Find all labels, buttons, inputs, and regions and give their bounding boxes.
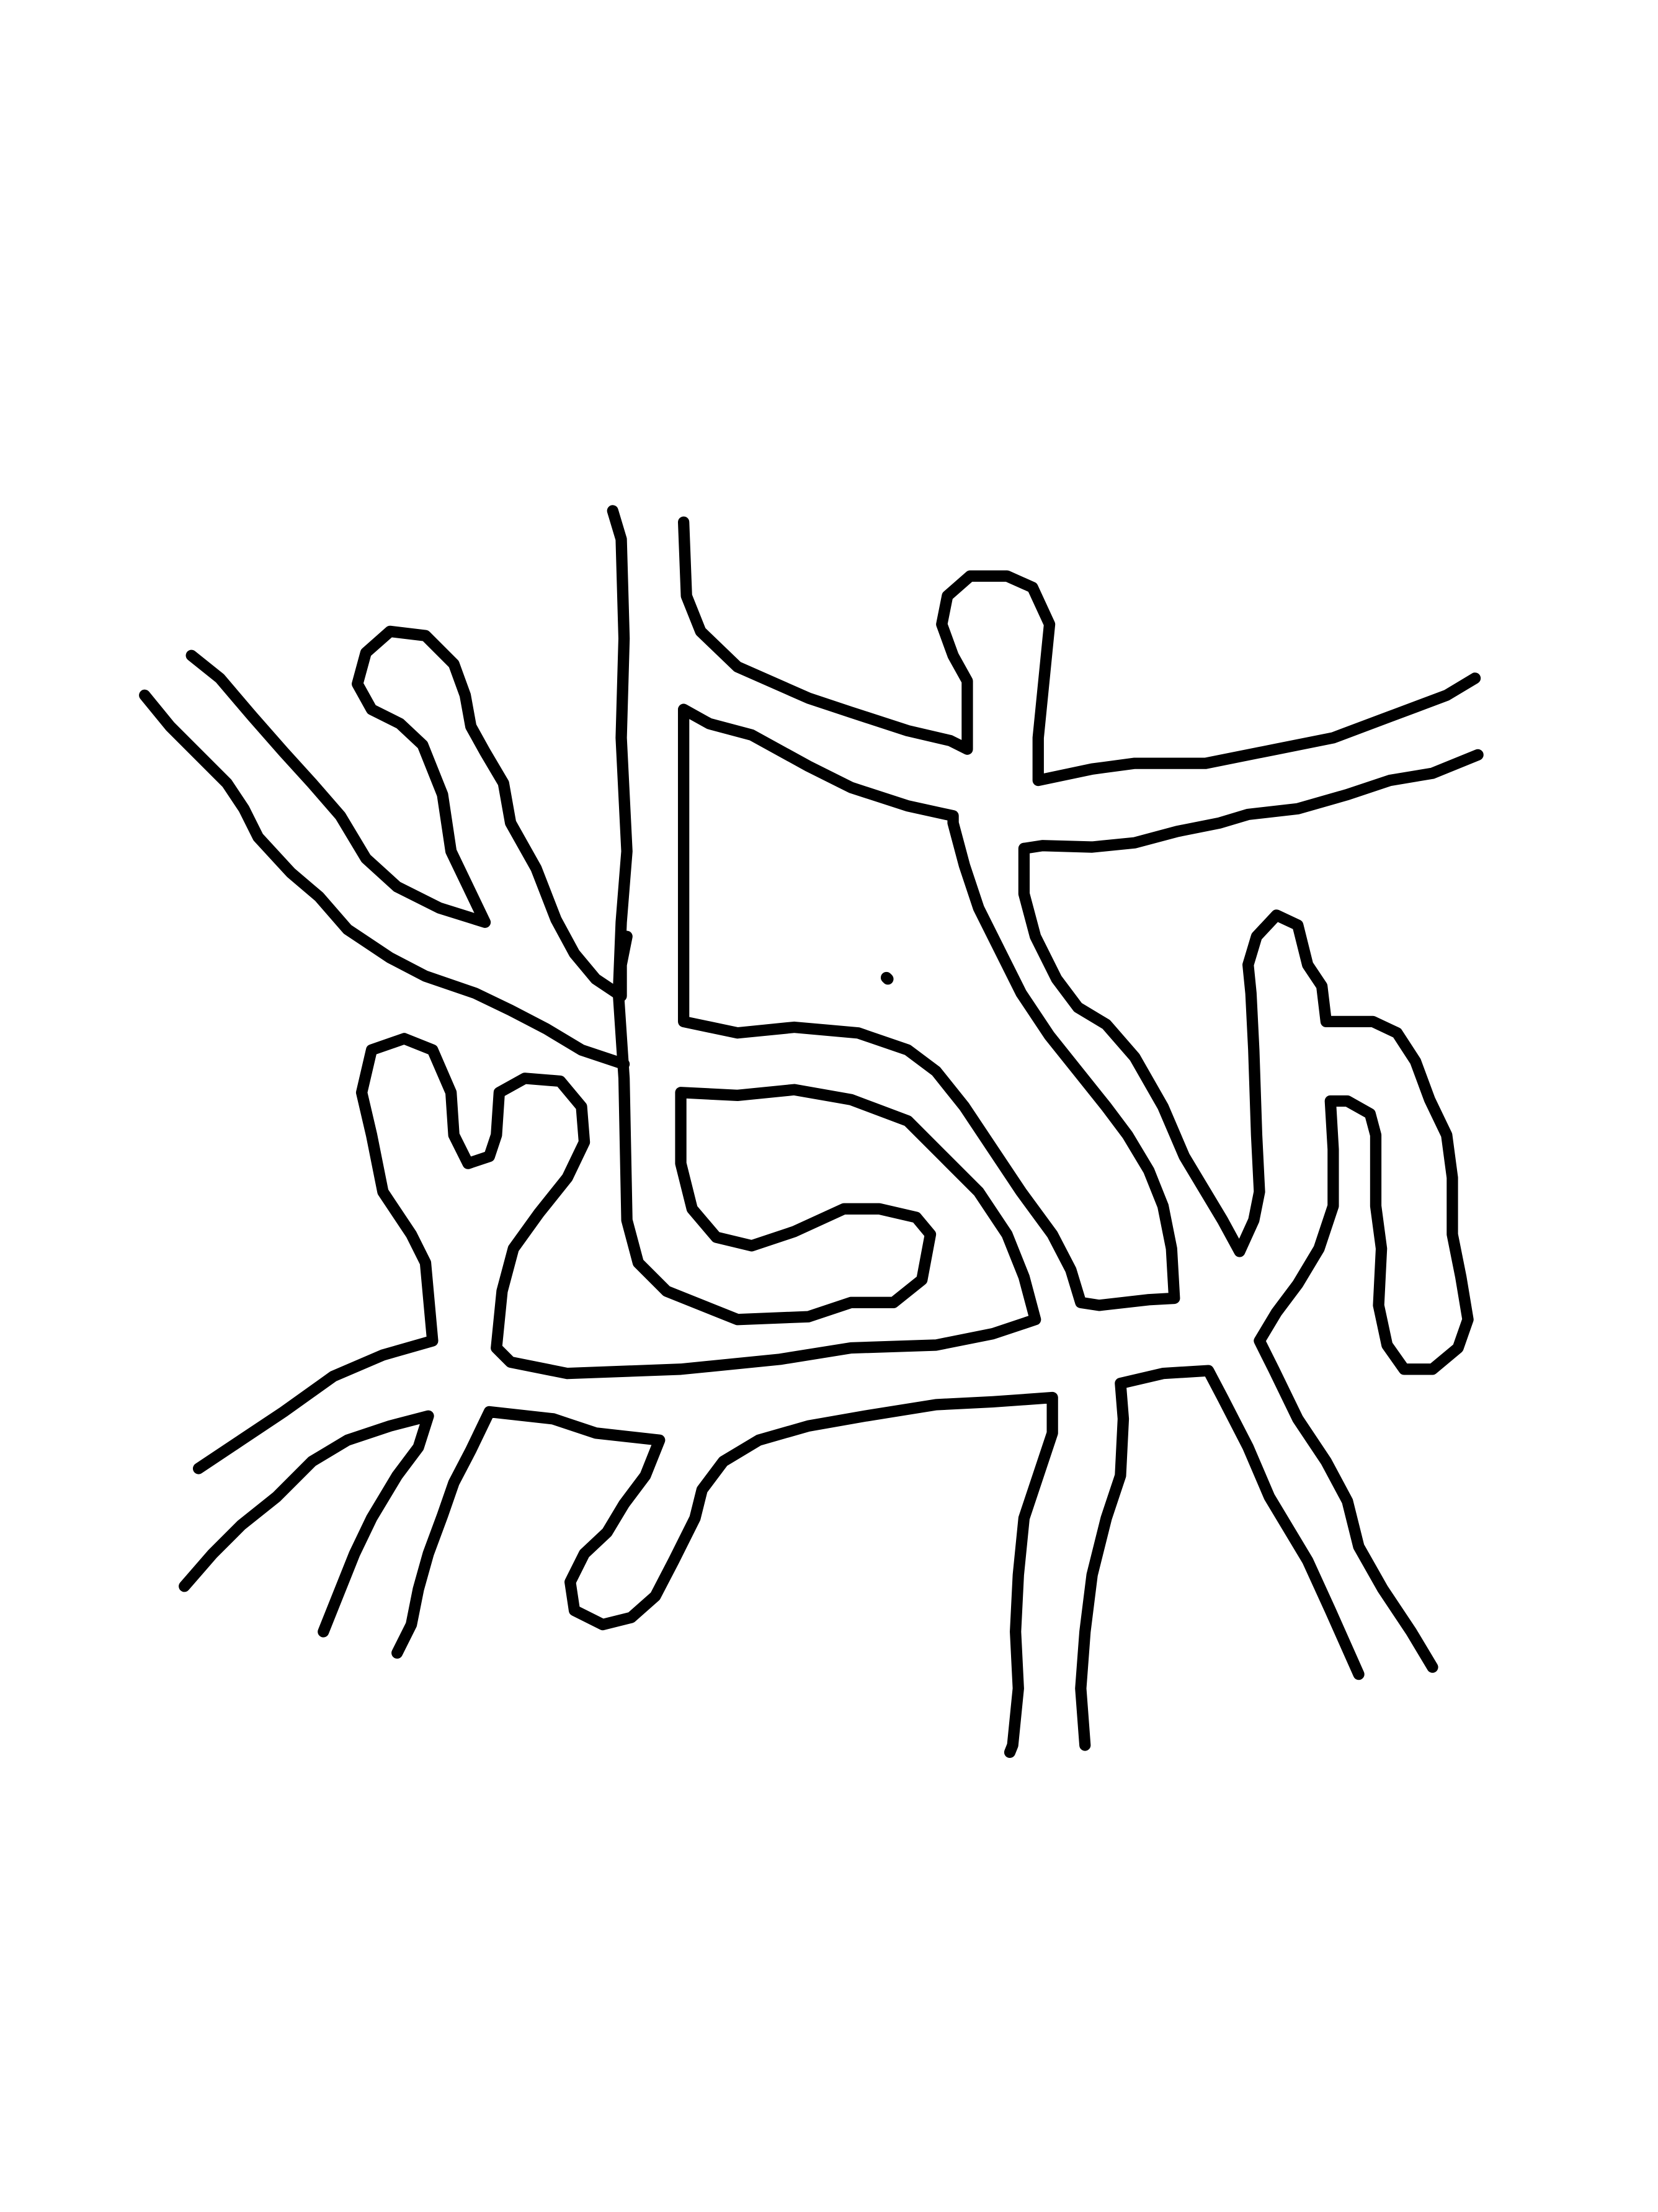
stroke-right-arm-lower	[1018, 749, 1484, 1673]
stroke-middle-crossbar	[677, 703, 1180, 1311]
stroke-lower-left-leg-2	[391, 1391, 1058, 1759]
stroke-upper-left-branch	[139, 689, 630, 1070]
stroke-central-trunk	[192, 505, 1041, 1474]
stroke-inner-trunk	[677, 516, 1481, 787]
stroke-lower-left-leg-1	[179, 1410, 434, 1638]
stroke-lower-right-leg-1	[1075, 1365, 1365, 1751]
stroke-stray-dot-1	[880, 971, 894, 985]
stroke-upper-left-branch-inner	[185, 625, 633, 1002]
